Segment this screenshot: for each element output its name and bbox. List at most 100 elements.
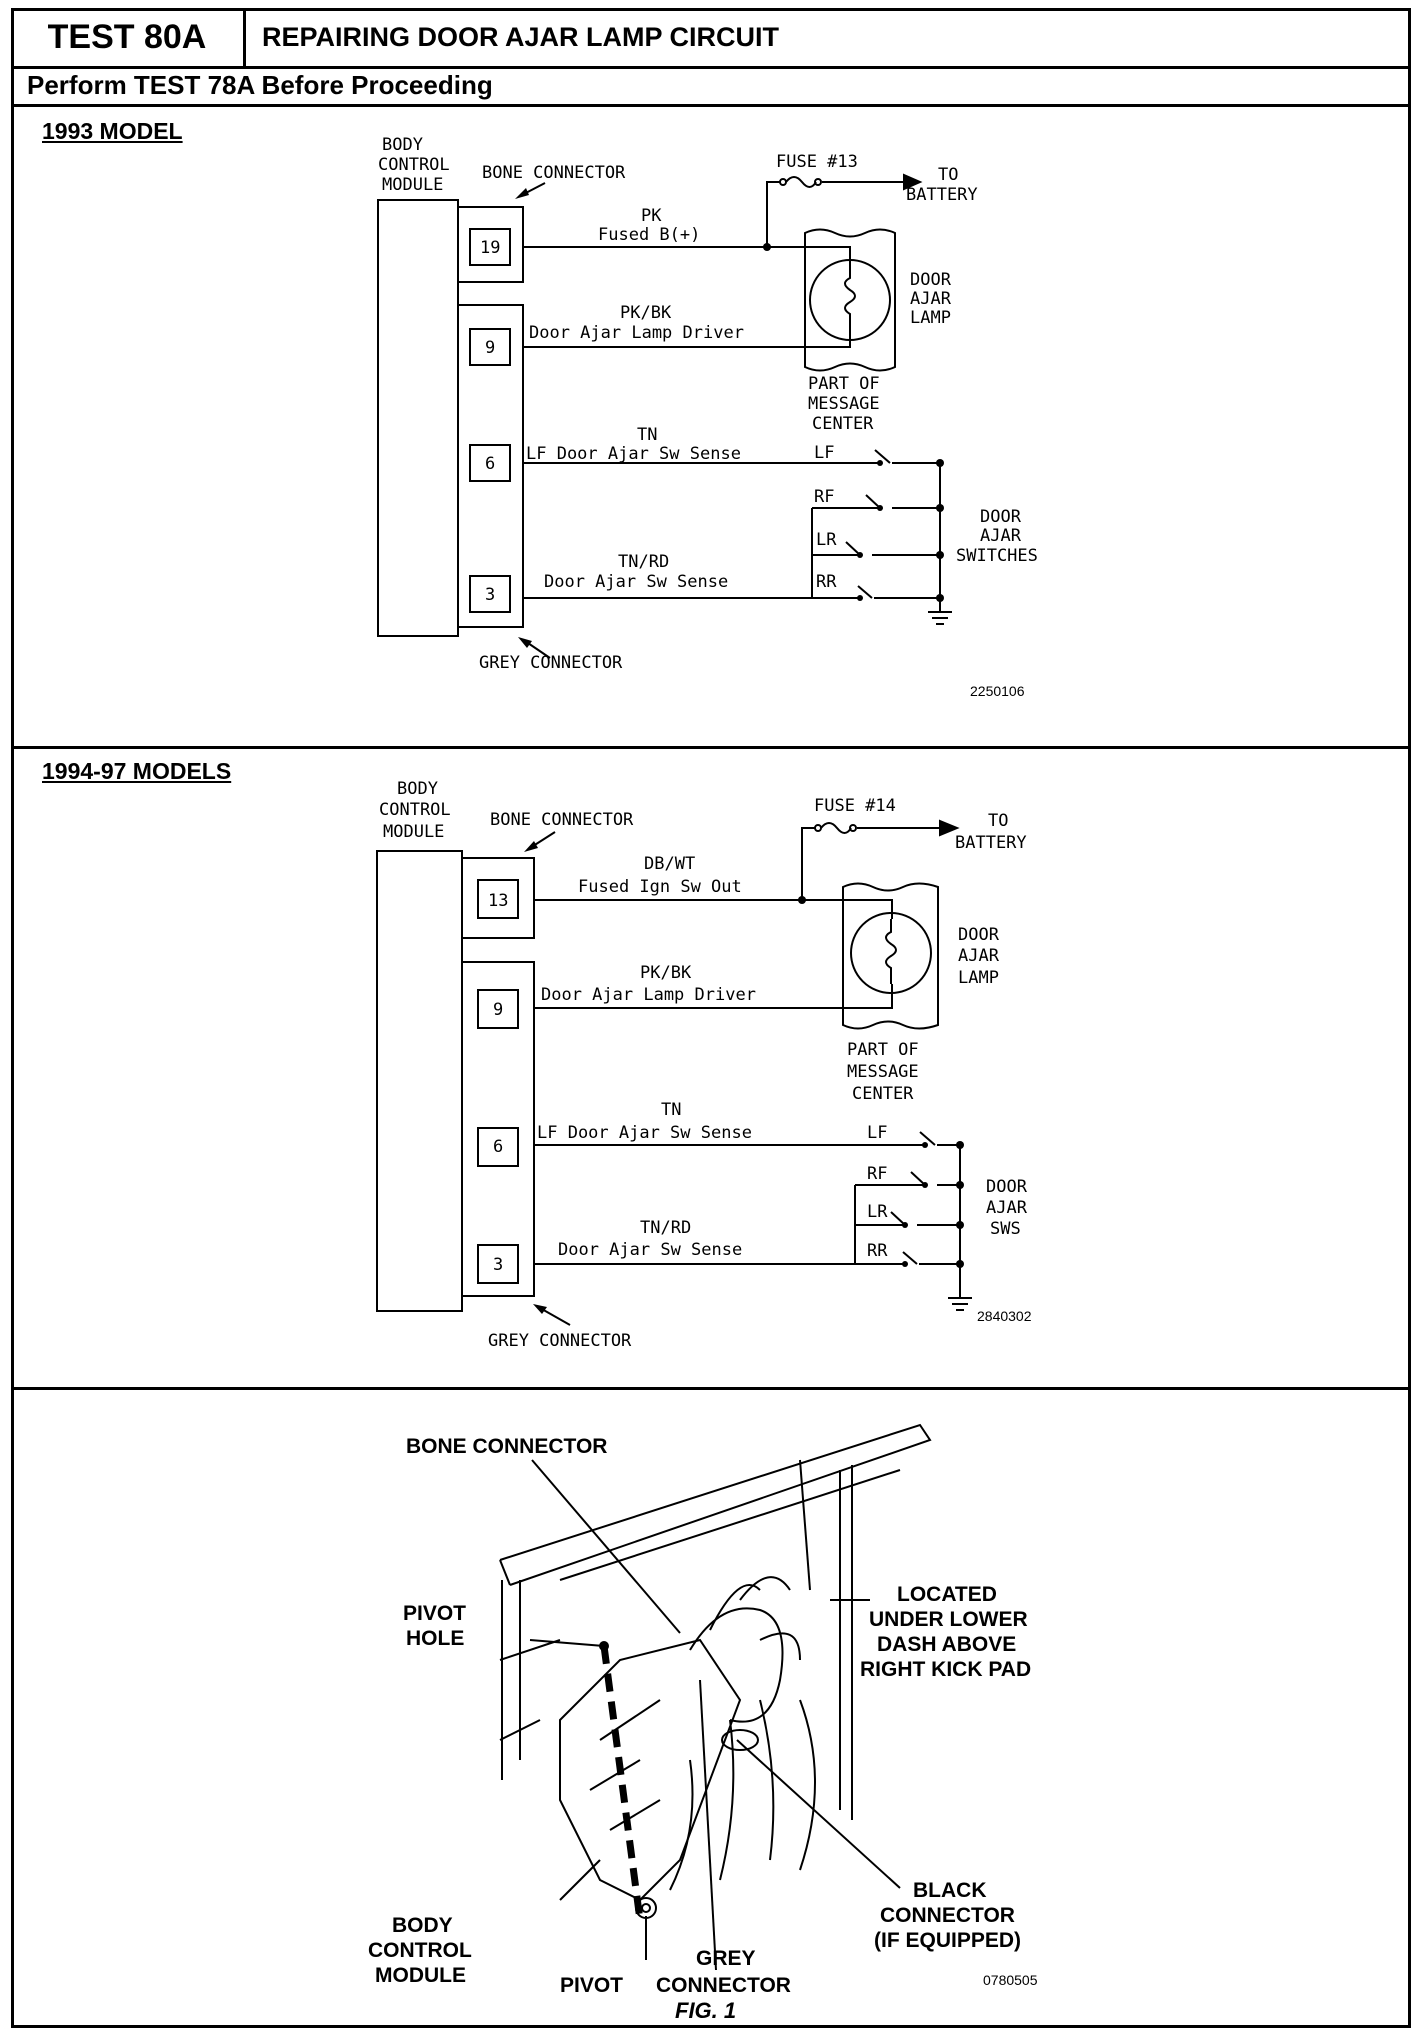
switch-label: RF (867, 1164, 887, 1184)
message-center-label: CENTER (812, 414, 874, 434)
switch-label: RR (867, 1241, 888, 1261)
perform-note: Perform TEST 78A Before Proceeding (27, 70, 493, 100)
lamp-label: LAMP (910, 308, 951, 328)
bcm-label: MODULE (375, 1964, 466, 1987)
bcm-label: BODY (397, 779, 438, 799)
fuse-wire (801, 827, 880, 900)
figure-caption: FIG. 1 (675, 1998, 736, 2023)
lamp-label: AJAR (910, 289, 952, 309)
pivot-hole-label: HOLE (406, 1627, 464, 1650)
fuse-label: FUSE #14 (814, 796, 896, 816)
wire-color: PK/BK (640, 963, 692, 983)
bone-connector-label: BONE CONNECTOR (482, 163, 626, 183)
wire-color: TN/RD (640, 1218, 691, 1238)
wire-label: Door Ajar Sw Sense (558, 1240, 742, 1260)
pin-19: 19 (480, 238, 500, 258)
fuse-wire (766, 181, 845, 247)
grey-connector-label: CONNECTOR (656, 1974, 791, 1997)
wire-color: TN (661, 1100, 681, 1120)
bone-connector (457, 206, 524, 283)
message-center-label: MESSAGE (847, 1062, 919, 1082)
section-heading-1994: 1994-97 MODELS (42, 758, 232, 784)
divider (11, 746, 1411, 749)
wire-label: Fused Ign Sw Out (578, 877, 742, 897)
battery-label: BATTERY (955, 833, 1027, 853)
wire-label: Door Ajar Sw Sense (544, 572, 728, 592)
bcm-label: CONTROL (378, 155, 450, 175)
switch-label: LF (814, 443, 834, 463)
wire-color: TN (637, 425, 657, 445)
fuse-label: FUSE #13 (776, 152, 858, 172)
bone-connector-label: BONE CONNECTOR (406, 1435, 607, 1458)
switches-label: SWS (990, 1219, 1021, 1239)
figure-code: 0780505 (983, 1972, 1038, 1988)
page-frame (11, 8, 1411, 2028)
bcm-label: BODY (392, 1914, 453, 1937)
message-center-label: CENTER (852, 1084, 914, 1104)
bcm-label: CONTROL (379, 800, 451, 820)
grey-connector-label: GREY CONNECTOR (479, 653, 623, 673)
lamp-label: DOOR (910, 270, 952, 290)
switch-label: LR (816, 530, 837, 550)
switches-label: AJAR (986, 1198, 1028, 1218)
switch-label: RR (816, 572, 837, 592)
grey-connector-label: GREY (696, 1947, 756, 1970)
wire-color: DB/WT (644, 854, 695, 874)
lamp-label: LAMP (958, 968, 999, 988)
location-note: UNDER LOWER (869, 1608, 1028, 1631)
bcm-label: MODULE (383, 822, 444, 842)
message-center-label: PART OF (808, 374, 880, 394)
pin-3: 3 (493, 1255, 503, 1275)
wire-color: PK (641, 206, 662, 226)
page-title: REPAIRING DOOR AJAR LAMP CIRCUIT (262, 22, 780, 52)
switch-label: RF (814, 487, 834, 507)
location-note: RIGHT KICK PAD (860, 1658, 1031, 1681)
diagram-code: 2250106 (970, 683, 1025, 699)
grey-connector (689, 1607, 784, 1723)
bone-connector-label: BONE CONNECTOR (490, 810, 634, 830)
pin-9: 9 (493, 1000, 503, 1020)
wire-label: LF Door Ajar Sw Sense (537, 1123, 752, 1143)
black-connector-label: CONNECTOR (880, 1904, 1015, 1927)
battery-label: BATTERY (906, 185, 978, 205)
pin-9: 9 (485, 338, 495, 358)
switch-label: LR (867, 1202, 888, 1222)
test-id: TEST 80A (11, 8, 246, 66)
divider (11, 104, 1411, 107)
message-center-label: MESSAGE (808, 394, 880, 414)
bcm-label: BODY (382, 135, 423, 155)
battery-label: TO (938, 165, 958, 185)
location-note: DASH ABOVE (877, 1633, 1016, 1656)
location-note: LOCATED (897, 1583, 997, 1606)
pin-6: 6 (493, 1137, 503, 1157)
message-center-label: PART OF (847, 1040, 919, 1060)
switches-label: DOOR (980, 507, 1022, 527)
body-control-module (559, 1638, 742, 1902)
grey-connector (461, 961, 535, 1297)
switches-label: SWITCHES (956, 546, 1038, 566)
pin-6: 6 (485, 454, 495, 474)
black-connector (721, 1729, 759, 1751)
wire-color: TN/RD (618, 552, 669, 572)
lamp-label: DOOR (958, 925, 1000, 945)
switch-label: LF (867, 1123, 887, 1143)
black-connector-label: (IF EQUIPPED) (874, 1929, 1021, 1952)
section-heading-1993: 1993 MODEL (42, 118, 183, 144)
bone-connector-leader (531, 1459, 681, 1634)
wire-pin-9 (523, 320, 851, 348)
wire-label: Door Ajar Lamp Driver (541, 985, 756, 1005)
bcm-label: MODULE (382, 175, 443, 195)
pivot-label: PIVOT (560, 1974, 623, 1997)
pin-13: 13 (488, 891, 508, 911)
battery-label: TO (988, 811, 1008, 831)
wire-label: Fused B(+) (598, 225, 700, 245)
switches-label: DOOR (986, 1177, 1028, 1197)
pin-3: 3 (485, 585, 495, 605)
diagram-code: 2840302 (977, 1308, 1032, 1324)
lamp-label: AJAR (958, 946, 1000, 966)
divider (11, 1387, 1411, 1390)
pivot-hole-label: PIVOT (403, 1602, 466, 1625)
dash-beam (499, 1423, 932, 1586)
